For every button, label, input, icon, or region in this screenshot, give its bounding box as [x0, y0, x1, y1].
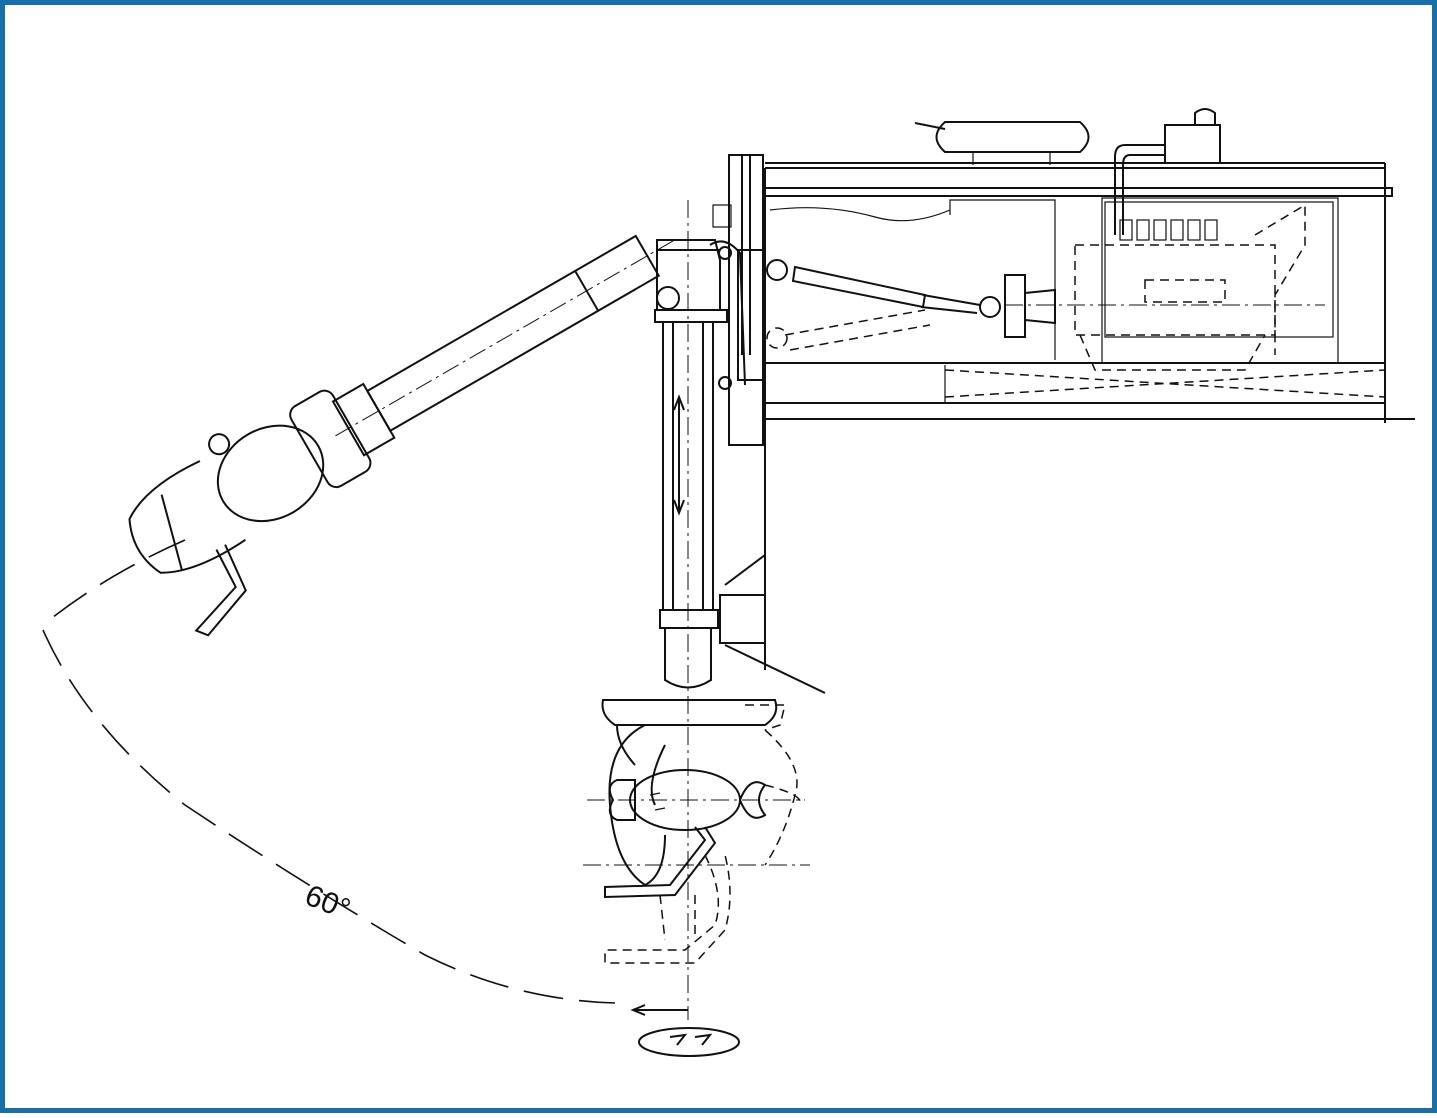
- vessel-hull: [724, 162, 1415, 694]
- fuel-tank: [914, 121, 1090, 165]
- steering-column: [654, 200, 766, 1020]
- rotation-symbol: [630, 1004, 740, 1057]
- transom-bracket: [709, 154, 764, 446]
- propulsion-unit-drawing: 60°: [42, 108, 1415, 1057]
- propeller-lowered: [583, 699, 810, 899]
- propeller-tilted: [128, 234, 674, 637]
- tilt-arc: [42, 539, 186, 626]
- air-filter: [1114, 108, 1221, 235]
- propeller-ghost: [604, 704, 802, 964]
- engine: [1004, 203, 1325, 371]
- cardan-shaft: [766, 259, 1001, 351]
- tilt-arc-lower: [42, 629, 616, 1004]
- angle-label: 60°: [300, 879, 354, 927]
